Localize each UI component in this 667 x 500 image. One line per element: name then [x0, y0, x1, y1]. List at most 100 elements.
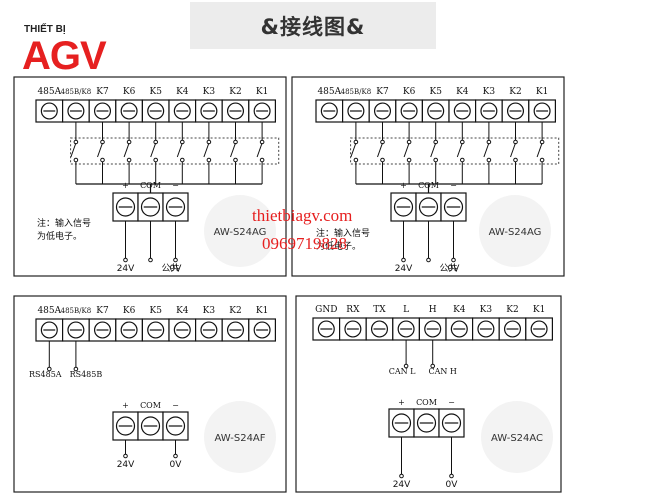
terminal-label: 485A [317, 87, 341, 97]
switch-contact [486, 157, 492, 163]
power-label: − [448, 398, 455, 407]
switch-contact [460, 157, 465, 163]
switch-contact [353, 157, 359, 163]
screw-icon [317, 320, 335, 338]
screw-icon [226, 102, 245, 120]
model-badge [481, 401, 553, 473]
screw-icon [477, 320, 495, 338]
screw-icon [115, 197, 136, 217]
screw-icon [67, 102, 85, 120]
power-wire-end [449, 473, 454, 479]
screw-icon [120, 321, 138, 339]
terminal-label: RX [346, 305, 360, 315]
terminal-label: 485A [37, 87, 61, 97]
terminal-label: K6 [123, 306, 136, 316]
model-name: AW-S24AC [491, 433, 543, 444]
terminal-label: 485B/K8 [341, 88, 372, 96]
screw-icon [427, 102, 445, 120]
switch-contact [380, 157, 385, 163]
switch-group-box [350, 137, 560, 165]
screw-icon [40, 102, 58, 120]
switch-blade [123, 142, 130, 158]
terminal-label: K4 [176, 306, 189, 316]
input-note: 注：输入信号 [37, 217, 91, 229]
screw-icon [226, 321, 245, 339]
screw-icon [173, 102, 191, 120]
switch-contact [180, 157, 185, 163]
power-label: + [398, 398, 405, 407]
bus-label: CAN H [428, 367, 456, 376]
terminal-label: 485B/K8 [61, 307, 92, 315]
screw-icon [391, 413, 412, 433]
screw-icon [373, 102, 392, 120]
terminal-label: K7 [376, 87, 389, 97]
screw-icon [450, 320, 468, 338]
power-wire-label: 0V [446, 480, 459, 490]
switch-blade [403, 142, 410, 158]
screw-icon [253, 321, 271, 339]
switch-contact [100, 157, 105, 163]
terminal-label: L [403, 305, 409, 315]
power-wire-label: 24V [117, 460, 135, 470]
terminal-label: K2 [509, 87, 521, 97]
screw-icon [40, 321, 58, 339]
terminal-label: K4 [456, 87, 469, 97]
screw-icon [115, 416, 136, 436]
screw-icon [200, 321, 218, 339]
switch-blade [176, 142, 183, 158]
power-wire-label: 公共 [161, 263, 179, 274]
switch-blade [377, 142, 383, 158]
terminal-label: K4 [176, 87, 189, 97]
power-wire-label: 0V [170, 460, 183, 470]
screw-icon [400, 102, 418, 120]
screw-icon [173, 321, 191, 339]
power-wire-label: 公共 [439, 263, 457, 274]
power-label: + [122, 401, 129, 410]
terminal-label: K2 [229, 87, 241, 97]
screw-icon [370, 320, 389, 338]
terminal-label: K6 [123, 87, 136, 97]
screw-icon [480, 102, 498, 120]
screw-icon [93, 321, 112, 339]
screw-icon [67, 321, 85, 339]
terminal-label: 485B/K8 [61, 88, 92, 96]
screw-icon [443, 197, 464, 217]
terminal-label: K3 [480, 305, 493, 315]
terminal-label: K4 [453, 305, 466, 315]
terminal-label: TX [373, 305, 386, 315]
switch-group-box [70, 137, 280, 165]
power-wire-end [123, 257, 128, 263]
switch-blade [350, 142, 357, 158]
screw-icon [344, 320, 362, 338]
power-wire-end [426, 257, 431, 263]
terminal-label: K1 [533, 305, 545, 315]
screw-icon [347, 102, 365, 120]
switch-contact [73, 157, 79, 163]
switch-contact [233, 157, 238, 163]
screw-icon [140, 416, 161, 436]
power-wire-end [451, 257, 456, 263]
power-wire-end [148, 257, 153, 263]
switch-contact [406, 157, 412, 163]
screw-icon [416, 413, 437, 433]
screw-icon [441, 413, 462, 433]
power-wire-end [399, 473, 404, 479]
switch-contact [259, 157, 265, 163]
terminal-label: H [429, 305, 437, 315]
power-label: − [172, 181, 179, 190]
screw-icon [147, 102, 165, 120]
input-note: 注：输入信号 [316, 227, 370, 239]
switch-blade [456, 142, 463, 158]
screw-icon [253, 102, 271, 120]
model-badge [479, 195, 551, 267]
switch-contact [433, 157, 439, 163]
power-wire-end [123, 453, 128, 459]
bus-wire-end [47, 366, 52, 372]
screw-icon [140, 197, 161, 217]
switch-blade [536, 142, 543, 158]
screw-icon [393, 197, 414, 217]
screw-icon [147, 321, 165, 339]
screw-icon [93, 102, 112, 120]
